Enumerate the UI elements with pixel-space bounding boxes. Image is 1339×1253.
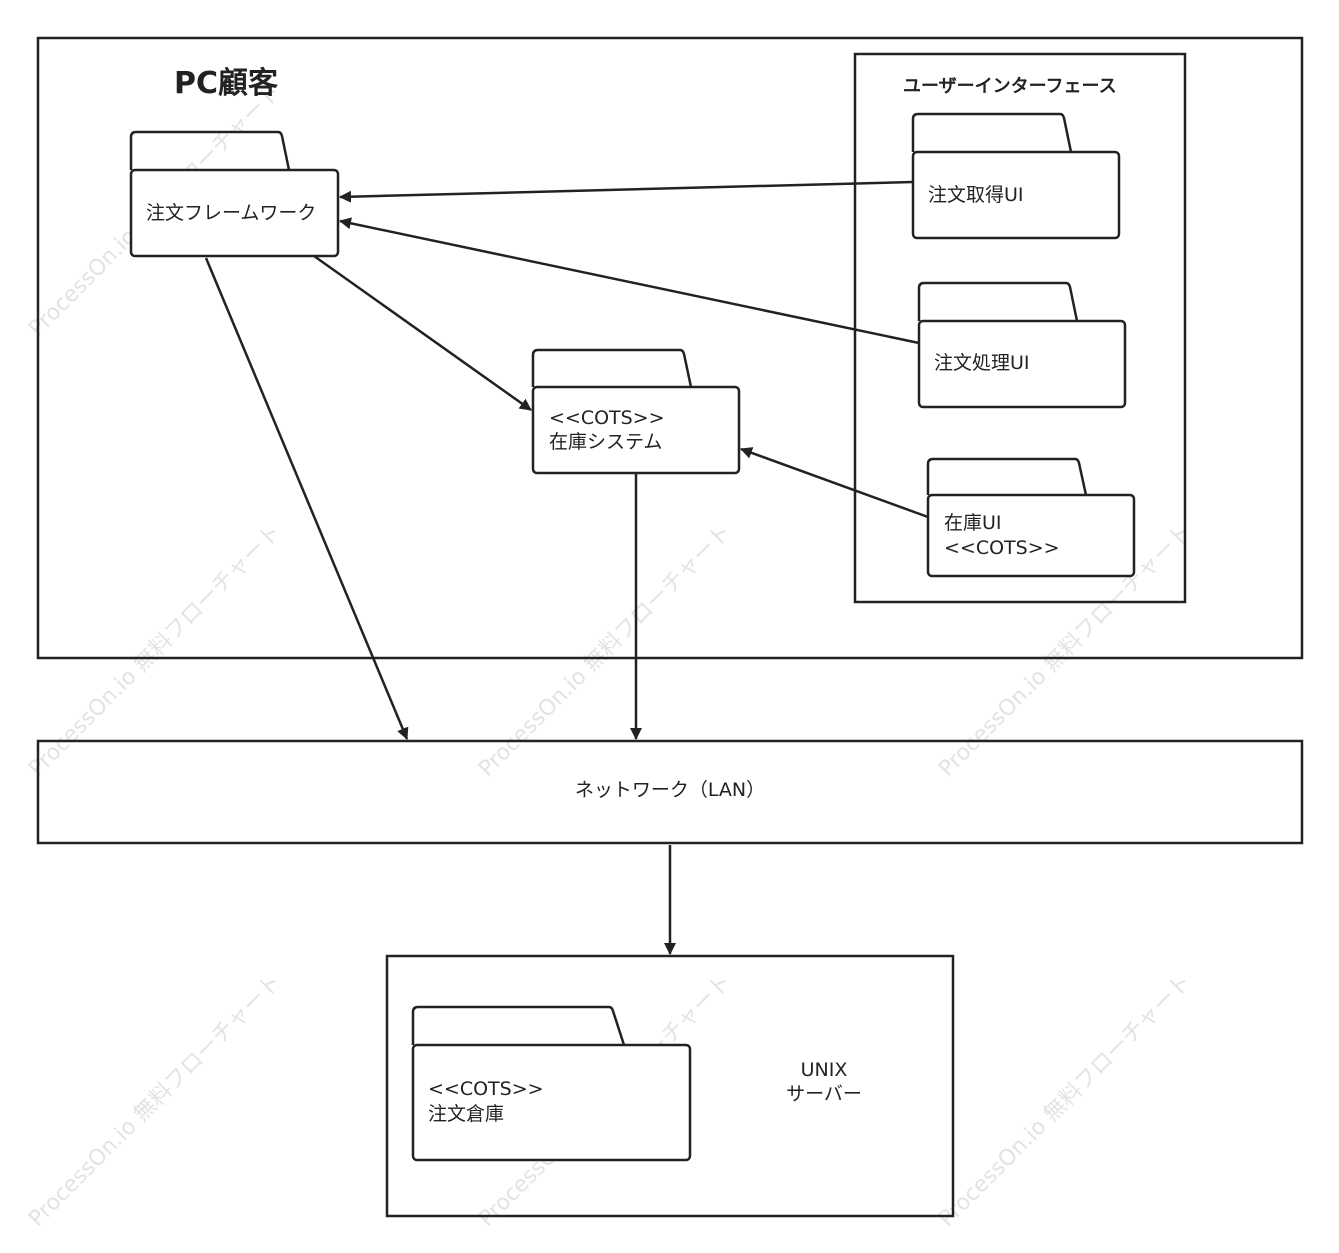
warehouse-label: 注文倉庫: [428, 1103, 505, 1125]
package-order-get-ui: [911, 112, 1121, 240]
package-order-warehouse: [411, 1005, 692, 1162]
network-label: ネットワーク（LAN）: [574, 779, 766, 801]
arrow-inventory-ui-to-inventory-system: [740, 447, 929, 519]
arrow-framework-to-inventory-system: [313, 254, 532, 412]
package-inventory-ui: [926, 457, 1136, 578]
arrow-framework-to-network: [204, 257, 409, 740]
package-inventory-system: [531, 348, 741, 475]
order-get-ui-label: 注文取得UI: [928, 184, 1024, 206]
inventory-ui-stereotype: <<COTS>>: [944, 537, 1060, 559]
arrow-order-process-ui-to-framework: [339, 217, 920, 345]
ui-group-box: [853, 52, 1187, 604]
order-process-ui-label: 注文処理UI: [934, 352, 1030, 374]
package-order-process-ui: [917, 281, 1127, 409]
server-title-line1: UNIX: [800, 1059, 848, 1081]
arrow-order-get-ui-to-framework: [339, 180, 914, 203]
inventory-system-stereotype: <<COTS>>: [549, 407, 665, 429]
server-title-line2: サーバー: [786, 1083, 862, 1105]
pc-client-node: [36, 36, 1304, 660]
server-node: [385, 954, 955, 1218]
inventory-system-label: 在庫システム: [549, 431, 663, 453]
inventory-ui-label: 在庫UI: [944, 512, 1002, 534]
package-order-framework: [129, 130, 340, 258]
pc-client-title: PC顧客: [174, 66, 279, 101]
network-node: [36, 739, 1304, 845]
ui-group-title: ユーザーインターフェース: [903, 76, 1117, 97]
order-framework-label: 注文フレームワーク: [146, 202, 317, 224]
warehouse-stereotype: <<COTS>>: [428, 1078, 544, 1100]
